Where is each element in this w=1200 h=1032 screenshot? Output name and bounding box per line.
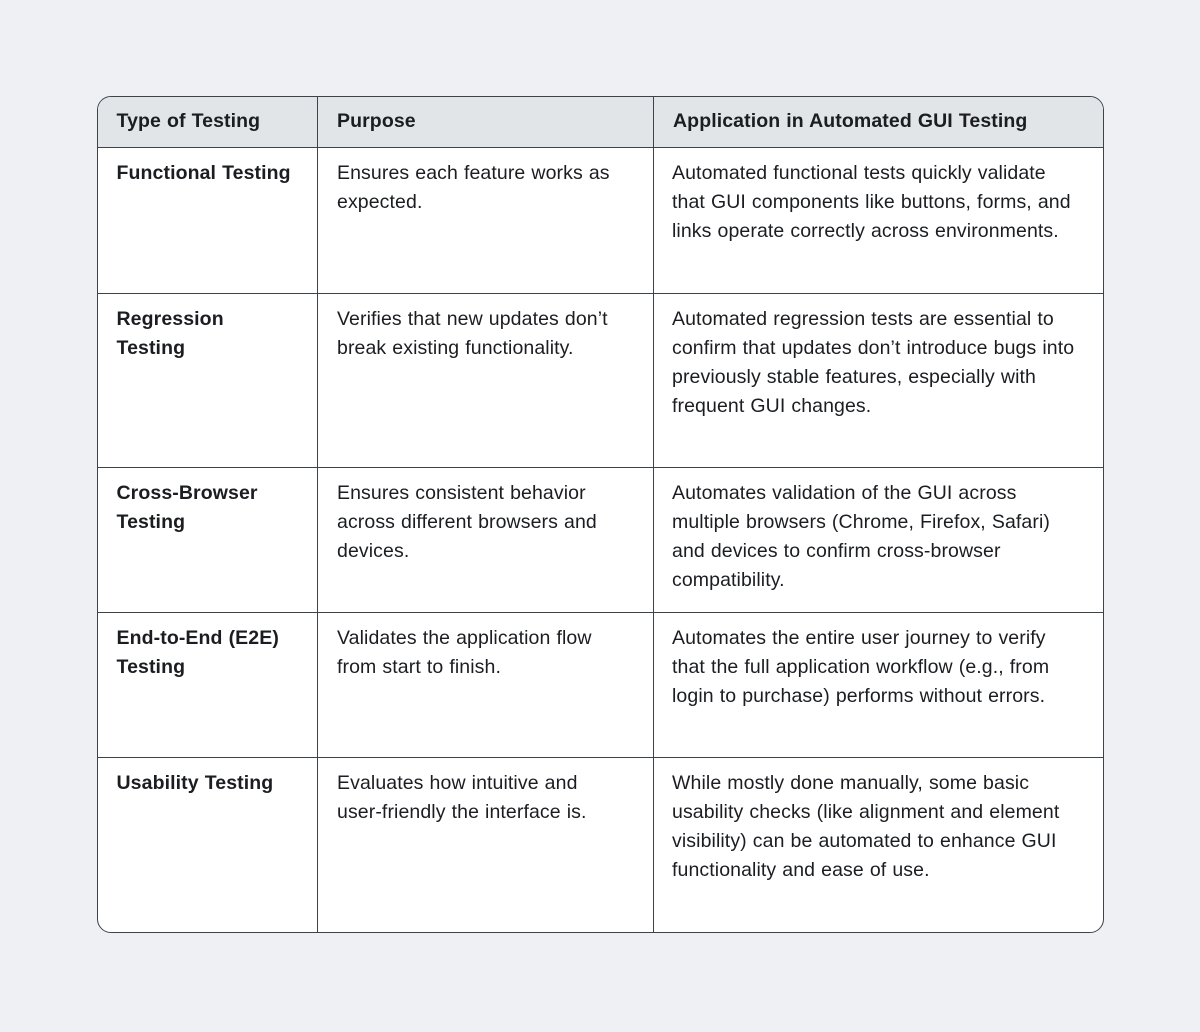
cell-application: While mostly done manually, some basic u… [672,771,1060,881]
table-row-usability-testing: Usability Testing Evaluates how intuitiv… [97,757,1103,932]
table-row-cross-browser-testing: Cross-Browser Testing Ensures consistent… [97,467,1103,613]
cell-application: Automated regression tests are essential… [653,293,1103,468]
testing-table-card: Type of Testing Purpose Application in A… [96,96,1104,933]
table-row-end-to-end-testing: End-to-End (E2E) Testing Validates the a… [97,612,1103,758]
column-header-application: Application in Automated GUI Testing [653,97,1103,148]
cell-purpose: Evaluates how intuitive and user-friendl… [317,757,654,932]
cell-type: Regression Testing [97,293,318,468]
cell-type: Cross-Browser Testing [97,467,318,613]
cell-application: Automated functional tests quickly valid… [653,147,1103,294]
cell-type: Functional Testing [97,147,318,294]
cell-application: Automates validation of the GUI across m… [653,467,1103,613]
header-row: Type of Testing Purpose Application in A… [97,97,1103,148]
table-row-functional-testing: Functional Testing Ensures each feature … [97,147,1103,294]
cell-purpose: Ensures each feature works as expected. [317,147,654,294]
table-row-regression-testing: Regression Testing Verifies that new upd… [97,293,1103,468]
column-header-purpose: Purpose [317,97,654,148]
cell-purpose: Verifies that new updates don’t break ex… [317,293,654,468]
testing-types-table: Type of Testing Purpose Application in A… [97,97,1103,932]
cell-application: Automates the entire user journey to ver… [653,612,1103,758]
cell-type: Usability Testing [97,757,318,932]
column-header-type-of-testing: Type of Testing [97,97,318,148]
cell-purpose: Ensures consistent behavior across diffe… [317,467,654,613]
cell-purpose: Validates the application flow from star… [317,612,654,758]
cell-type: End-to-End (E2E) Testing [97,612,318,758]
